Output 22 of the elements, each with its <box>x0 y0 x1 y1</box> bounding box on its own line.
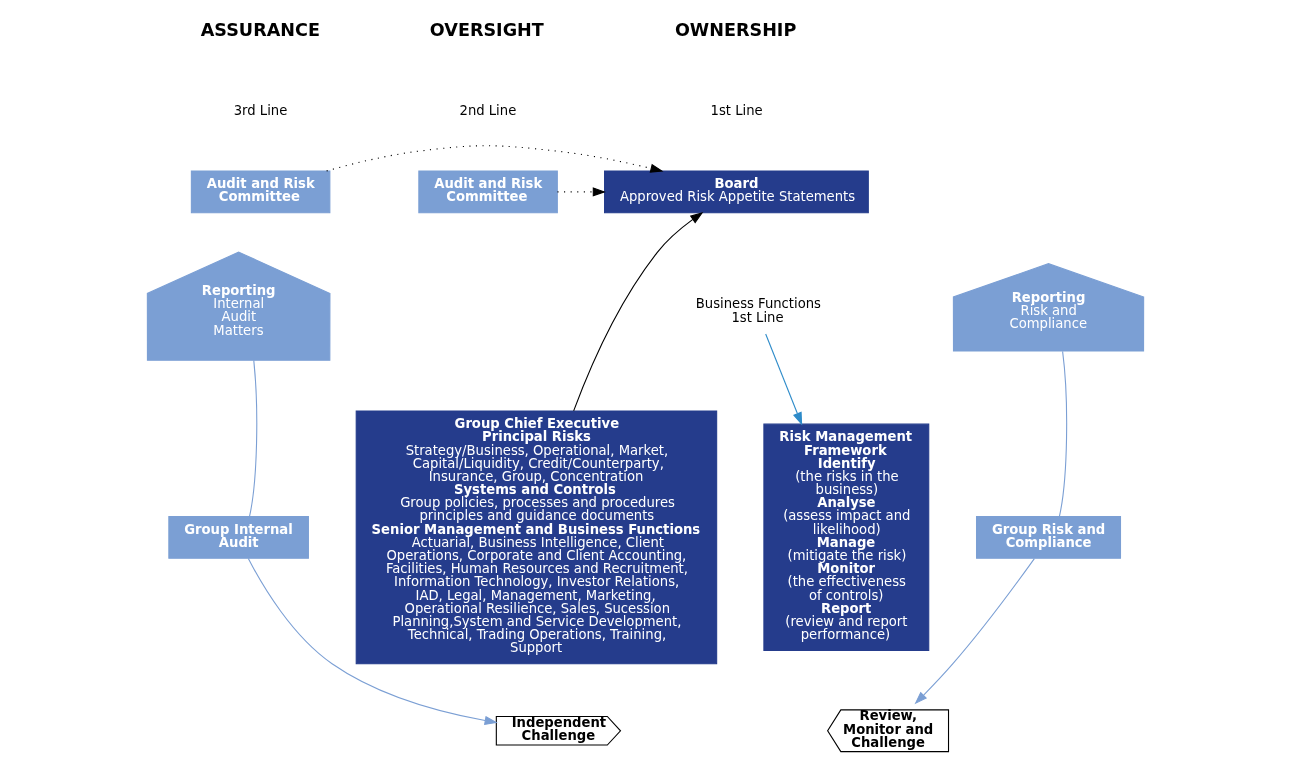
label: ASSURANCE <box>200 19 320 40</box>
label: OWNERSHIP <box>674 19 797 40</box>
arrow <box>914 558 1035 705</box>
connector <box>1058 350 1068 517</box>
arrow <box>247 558 498 726</box>
node-box: Group Chief Executive Principal Risks Strategy/Business, Operational, Market, Capital/Liquidity, Credit/Counterparty, Insurance, Group, Concentration Systems and Controls Group policies, processes and procedures principles and guidance documents Senior Management and Business Functions Actuarial, Business Intelligence, Client Operations, Corporate and Client Accounting, Facilities, Human Resources and Recruitment, Information Technology, Investor Relations, IAD, Legal, Management, Marketing, Operational Resilience, Sales, Sucession Planning,System and Service Development, Technical, Trading Operations, Training, Support <box>355 410 718 665</box>
node-box: Audit and Risk Committee <box>418 170 558 214</box>
node-box: Audit and Risk Committee <box>190 170 331 214</box>
arrow <box>326 145 664 173</box>
arrow <box>556 187 606 197</box>
arrow <box>765 333 803 426</box>
label: OVERSIGHT <box>429 19 544 40</box>
label: 3rd Line <box>233 103 288 119</box>
node-box: Board Approved Risk Appetite Statements <box>604 170 869 214</box>
node-box: Risk Management Framework Identify (the risks in the business) Analyse (assess impact and likelihood) Manage (mitigate the risk) Monitor (the effectiveness of controls) Report (review and report performance) <box>763 423 930 652</box>
connector <box>249 359 258 517</box>
arrow <box>573 212 704 412</box>
node-box: Group Internal Audit <box>168 515 309 559</box>
node-text: Business Functions 1st Line <box>695 296 821 326</box>
node-box: Group Risk and Compliance <box>976 515 1122 559</box>
label: 2nd Line <box>459 103 517 119</box>
label: 1st Line <box>710 103 763 119</box>
